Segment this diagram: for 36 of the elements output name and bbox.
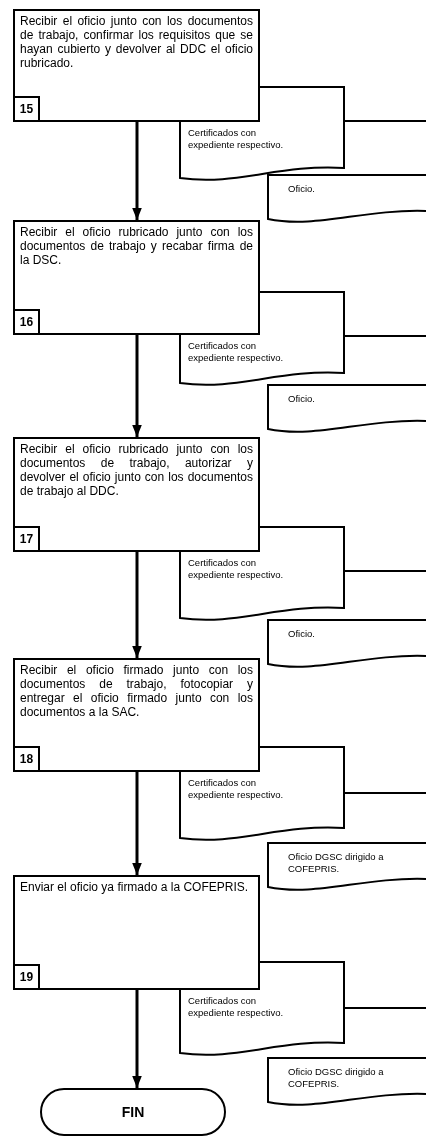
step-number: 15	[15, 96, 40, 120]
step-number: 17	[15, 526, 40, 550]
step-number: 16	[15, 309, 40, 333]
document-label: Certificados con expediente respectivo.	[188, 127, 285, 151]
step-number: 18	[15, 746, 40, 770]
process-box	[13, 437, 260, 552]
step-number: 19	[15, 964, 40, 988]
step-text: Recibir el oficio rubricado junto con los documentos de trabajo y recabar firma de la DSC.	[20, 225, 253, 267]
connector-line	[343, 120, 426, 122]
process-box	[13, 658, 260, 772]
document-label: Certificados con expediente respectivo.	[188, 777, 285, 801]
connector-line	[343, 335, 426, 337]
step-text: Enviar el oficio ya firmado a la COFEPRIS.	[20, 880, 250, 894]
document-label: Oficio.	[288, 183, 316, 195]
flow-arrow	[132, 335, 142, 437]
connector-line	[343, 1007, 426, 1009]
connector-line	[343, 570, 426, 572]
flow-arrow	[132, 772, 142, 875]
step-text: Recibir el oficio firmado junto con los documentos de trabajo, fotocopiar y entregar el oficio firmado junto con los documentos a la SAC.	[20, 663, 253, 719]
connector-line	[343, 792, 426, 794]
end-terminator: FIN	[40, 1088, 226, 1136]
document-label: Oficio DGSC dirigido a COFEPRIS.	[288, 1066, 385, 1090]
document-label: Certificados con expediente respectivo.	[188, 995, 285, 1019]
flow-arrow	[132, 552, 142, 658]
flow-arrow	[132, 122, 142, 220]
step-text: Recibir el oficio junto con los documentos de trabajo, confirmar los requisitos que se hayan cubierto y devolver al DDC el oficio rubricado.	[20, 14, 253, 70]
flow-arrow	[132, 990, 142, 1088]
document-label: Oficio.	[288, 393, 316, 405]
document-label: Oficio DGSC dirigido a COFEPRIS.	[288, 851, 385, 875]
step-text: Recibir el oficio rubricado junto con los documentos de trabajo, autorizar y devolver el oficio junto con los documentos de trabajo al DDC.	[20, 442, 253, 498]
process-box	[13, 9, 260, 122]
document-label: Certificados con expediente respectivo.	[188, 340, 285, 364]
process-box	[13, 875, 260, 990]
document-label: Oficio.	[288, 628, 316, 640]
document-label: Certificados con expediente respectivo.	[188, 557, 285, 581]
process-box	[13, 220, 260, 335]
